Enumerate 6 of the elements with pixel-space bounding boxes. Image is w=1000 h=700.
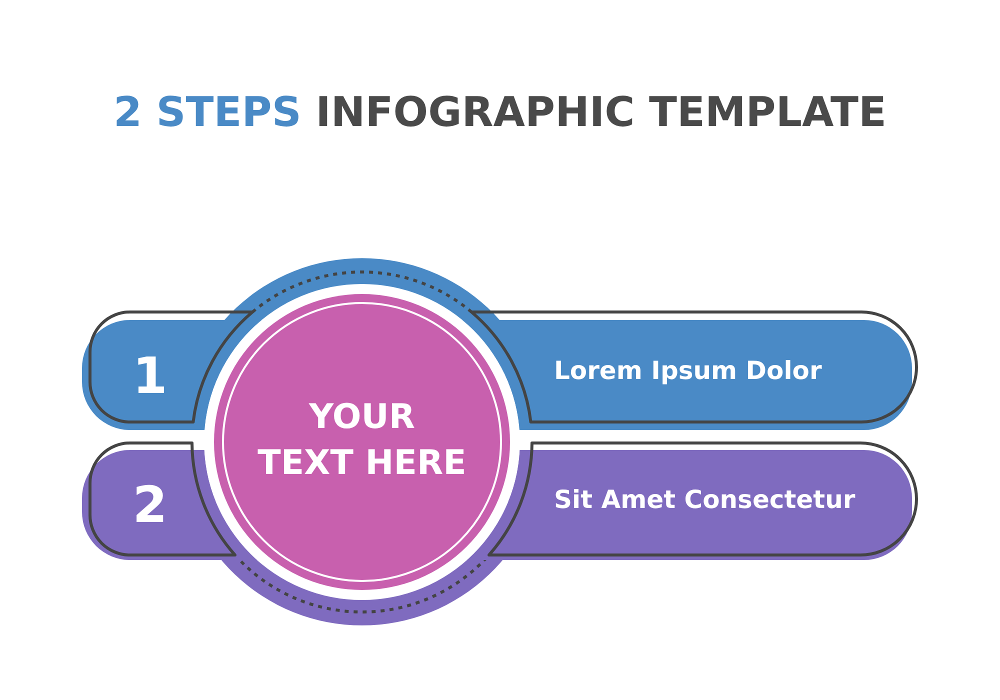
center-text: YOUR TEXT HERE: [256, 396, 468, 485]
title: 2 STEPS INFOGRAPHIC TEMPLATE: [113, 87, 887, 138]
step-number: 1: [132, 346, 168, 406]
step-label: Lorem Ipsum Dolor: [554, 356, 822, 386]
step-number: 2: [132, 475, 168, 535]
step-label: Sit Amet Consectetur: [554, 485, 856, 515]
